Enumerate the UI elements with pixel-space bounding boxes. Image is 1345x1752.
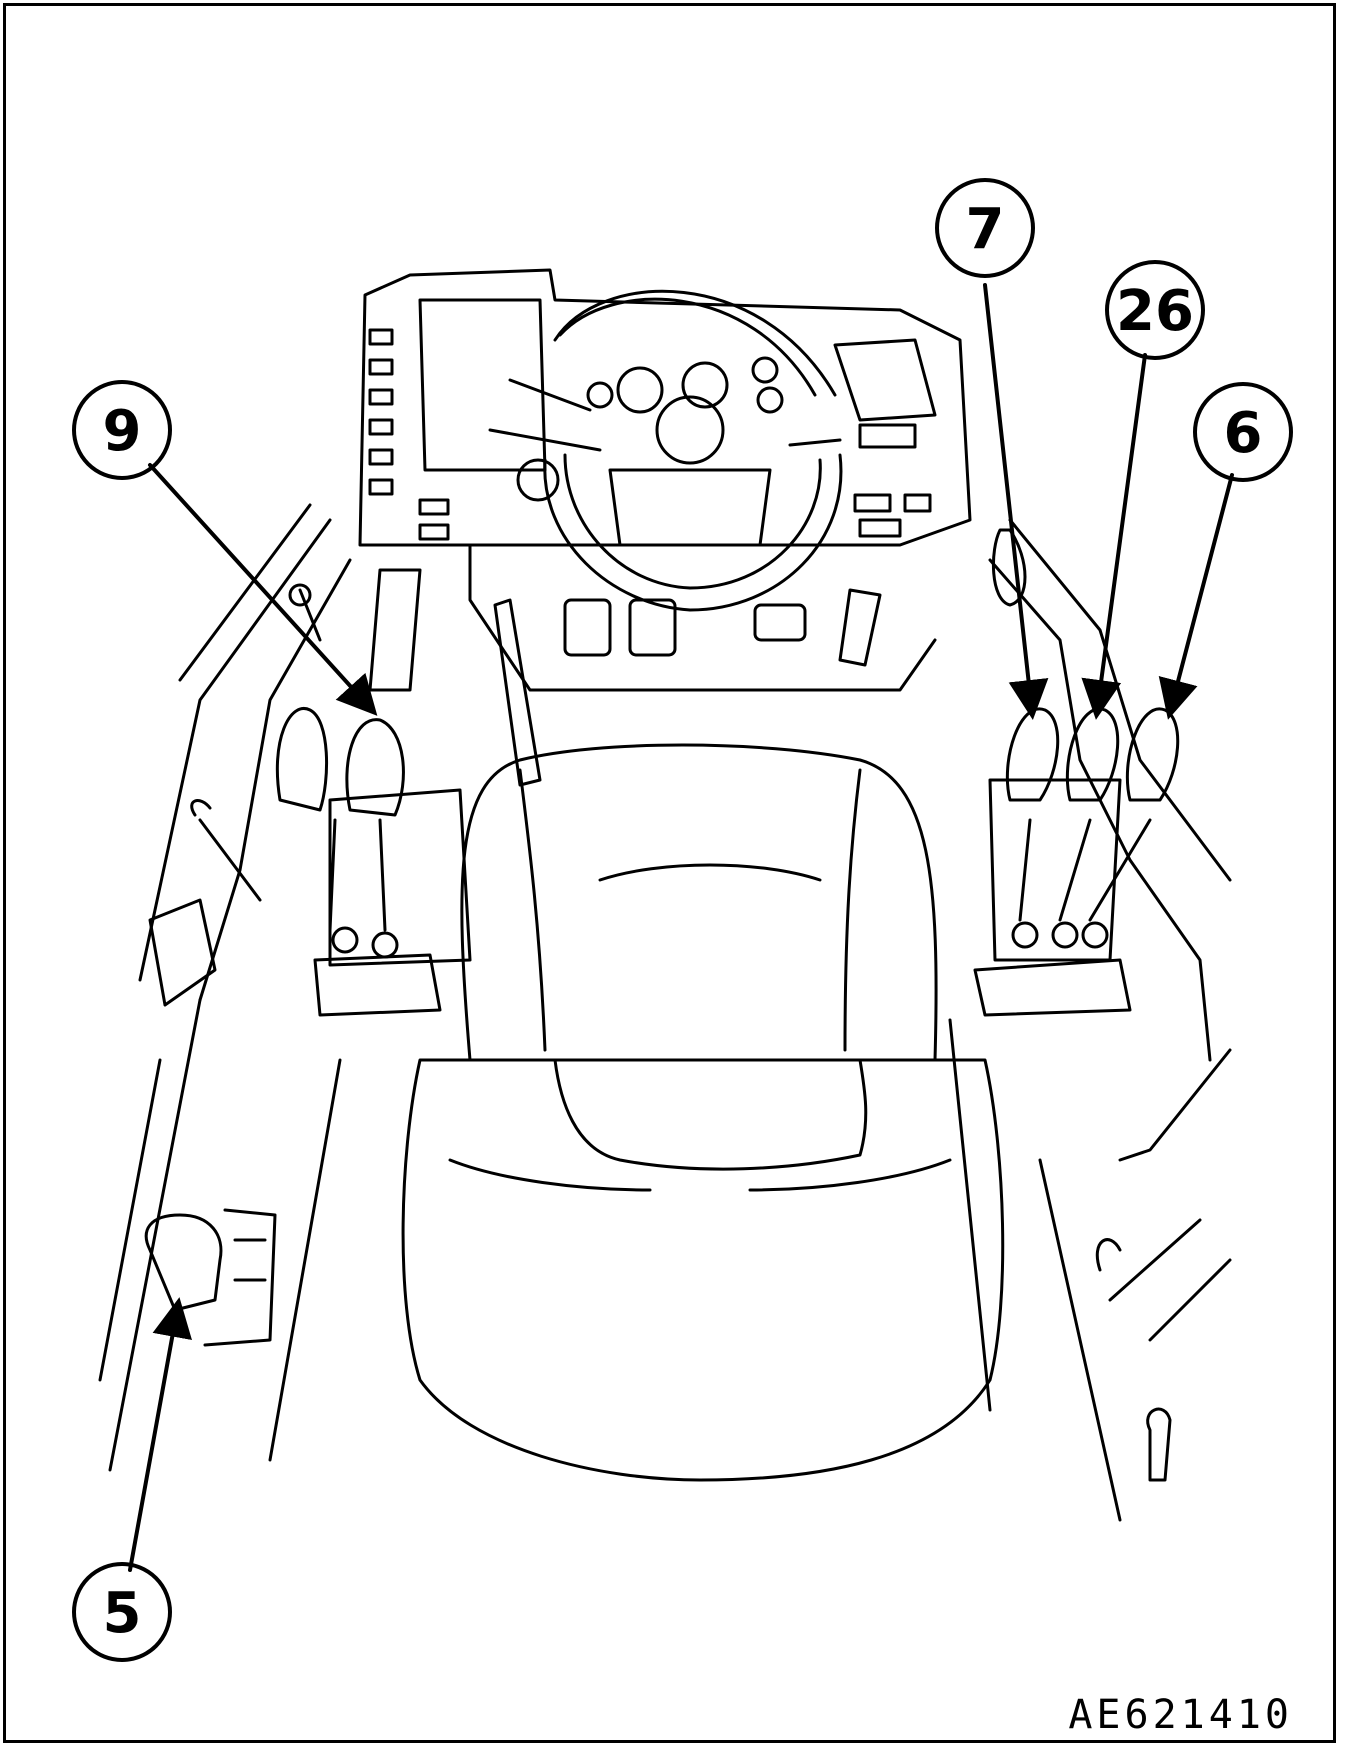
callout-26: 26	[1105, 260, 1205, 360]
callouts: 9 7 26 6 5	[72, 178, 1293, 1662]
leader-9	[148, 463, 378, 716]
callout-9: 9	[72, 380, 172, 480]
dials	[586, 356, 784, 414]
pedals	[493, 588, 882, 787]
left-floor-lever	[144, 1208, 277, 1347]
left-console	[148, 568, 472, 1017]
leader-6	[1158, 473, 1234, 720]
panel-switches	[368, 328, 932, 541]
callout-6-label: 6	[1224, 401, 1263, 466]
callout-6: 6	[1193, 382, 1293, 482]
callout-9-label: 9	[103, 399, 142, 464]
callout-5: 5	[72, 1562, 172, 1662]
leader-5	[128, 1297, 192, 1572]
callout-26-label: 26	[1116, 279, 1194, 344]
callout-leaders	[128, 283, 1234, 1572]
steering-wheel	[488, 289, 843, 612]
operator-seat	[401, 743, 1005, 1482]
leader-7	[983, 283, 1049, 720]
callout-7-label: 7	[966, 197, 1005, 262]
callout-7: 7	[935, 178, 1035, 278]
figure-frame	[3, 3, 1336, 1743]
leader-26	[1081, 353, 1147, 720]
callout-5-label: 5	[103, 1581, 142, 1646]
figure-code: AE621410	[1068, 1692, 1293, 1738]
